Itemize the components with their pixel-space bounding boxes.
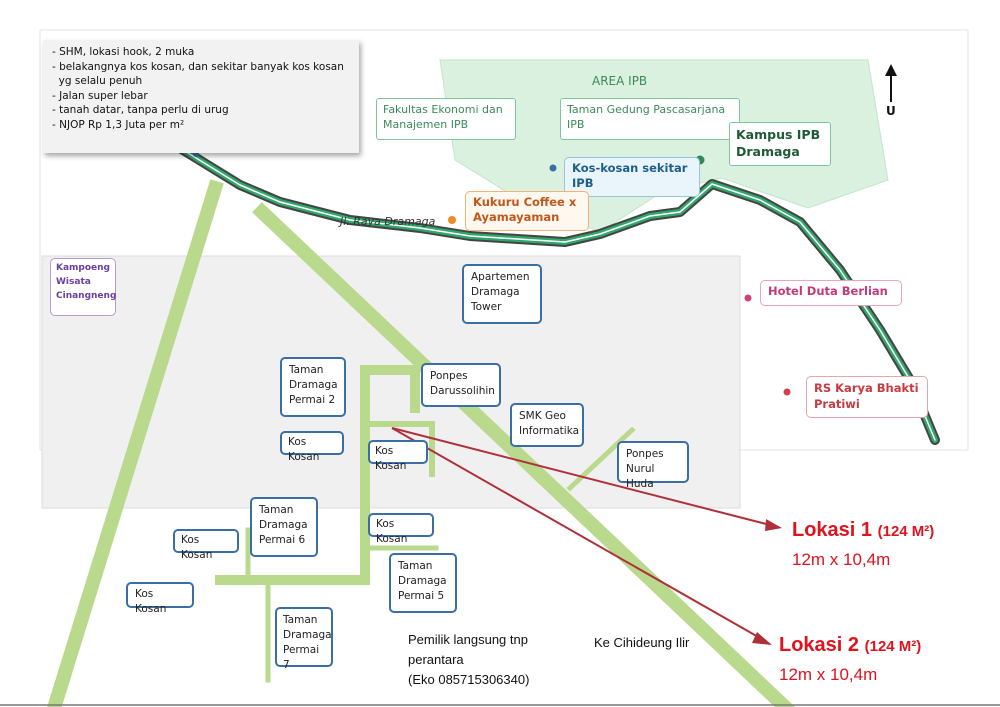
place-label: Nurul Huda — [626, 463, 655, 490]
place-label: Taman — [259, 504, 294, 516]
place-label: Kampus IPB — [736, 127, 821, 142]
place-label: Taman Gedung Pascasarjana — [567, 103, 726, 116]
place-label: Permai 2 — [289, 394, 336, 406]
place-kampoeng: Kampoeng Wisata Cinangneng — [50, 258, 116, 316]
place-label: Hotel Duta Berlian — [768, 284, 888, 298]
place-label: Apartemen — [471, 271, 530, 283]
place-label: Dramaga — [259, 519, 308, 531]
kos-ipb-marker — [549, 164, 557, 172]
rs-marker — [783, 388, 791, 396]
lokasi-2-area: (124 M²) — [864, 638, 922, 655]
area-ipb-label: AREA IPB — [592, 74, 648, 88]
side-roads — [47, 179, 795, 707]
place-label: Kos Kosan — [375, 445, 407, 472]
note-line: - belakangnya kos kosan, dan sekitar ban… — [52, 60, 344, 73]
place-label: Kos Kosan — [376, 518, 408, 545]
place-fakultas: Fakultas Ekonomi dan Manajemen IPB — [376, 98, 516, 140]
place-label: Taman — [398, 560, 433, 572]
place-label: Fakultas Ekonomi dan — [383, 103, 503, 116]
place-label: Kos Kosan — [135, 588, 167, 615]
place-kukuru: Kukuru Coffee x Ayamayaman — [465, 191, 589, 231]
place-taman-2: Taman Dramaga Permai 2 — [280, 357, 346, 417]
place-kos-kosan: Kos Kosan — [280, 431, 344, 463]
place-label: Darussolihin — [430, 385, 495, 397]
place-smk-geo: SMK Geo Informatika — [510, 403, 584, 447]
note-line: - tanah datar, tanpa perlu di urug — [52, 104, 229, 117]
place-label: Kukuru Coffee x — [473, 195, 577, 209]
place-kos-kosan: Kos Kosan — [173, 529, 239, 561]
place-label: Kos Kosan — [181, 534, 213, 561]
note-line: - SHM, lokasi hook, 2 muka — [52, 46, 195, 58]
road-name-label: Jl. Raya Dramaga — [340, 215, 436, 228]
place-hotel: Hotel Duta Berlian — [760, 280, 902, 306]
place-taman-7: Taman Dramaga Permai 7 — [275, 607, 333, 671]
owner-line: Pemilik langsung tnp — [408, 632, 528, 647]
lokasi-2-title: Lokasi 2 (124 M²) — [779, 634, 921, 657]
lokasi-1-size: 12m x 10,4m — [792, 550, 891, 569]
place-kos-kosan: Kos Kosan — [368, 440, 428, 472]
kukuru-marker — [448, 216, 456, 224]
place-label: IPB — [567, 118, 585, 131]
place-label: Dramaga — [283, 629, 332, 641]
place-taman-pasca: Taman Gedung Pascasarjana IPB — [560, 98, 740, 140]
note-line: - NJOP Rp 1,3 Juta per m² — [52, 118, 185, 131]
place-label: SMK Geo — [519, 410, 566, 422]
direction-label: Ke Cihideung Ilir — [594, 635, 690, 650]
location-arrows — [391, 427, 782, 645]
place-label: Dramaga — [289, 379, 338, 391]
place-kos-ipb: Kos-kosan sekitar IPB — [564, 157, 700, 197]
place-label: Informatika — [519, 425, 580, 437]
place-label: Taman — [283, 614, 318, 626]
note-line: - Jalan super lebar — [52, 89, 148, 102]
owner-info: Pemilik langsung tnp perantara (Eko 0857… — [408, 630, 529, 690]
place-taman-5: Taman Dramaga Permai 5 — [389, 553, 457, 613]
place-label: Tower — [471, 301, 502, 313]
place-label: Kampoeng — [56, 263, 111, 273]
lokasi-1-area: (124 M²) — [877, 523, 935, 540]
hotel-marker — [744, 294, 752, 302]
place-label: Cinangneng — [56, 291, 117, 301]
place-label: Permai 6 — [259, 534, 306, 546]
north-label: U — [886, 104, 896, 118]
place-label: Wisata — [56, 277, 91, 287]
owner-line: perantara — [408, 652, 464, 667]
place-kos-kosan: Kos Kosan — [368, 513, 434, 545]
place-label: Dramaga — [736, 144, 800, 159]
place-apartemen: Apartemen Dramaga Tower — [462, 264, 542, 324]
property-notes: - SHM, lokasi hook, 2 muka - belakangnya… — [43, 40, 359, 153]
place-label: IPB — [572, 176, 594, 190]
lokasi-1-name: Lokasi 1 — [792, 519, 873, 541]
place-label: Manajemen IPB — [383, 118, 469, 131]
note-line: yg selalu penuh — [52, 75, 143, 88]
place-darussolihin: Ponpes Darussolihin — [421, 363, 501, 407]
place-label: Permai 7 — [283, 644, 320, 671]
place-label: Pratiwi — [814, 397, 860, 411]
place-label: RS Karya Bhakti — [814, 381, 919, 395]
owner-line: (Eko 085715306340) — [408, 672, 530, 687]
place-label: Ayamayaman — [473, 210, 560, 224]
place-nurul-huda: Ponpes Nurul Huda — [617, 441, 689, 490]
place-label: Ponpes — [626, 448, 664, 460]
lokasi-2-size: 12m x 10,4m — [779, 665, 878, 684]
place-rs: RS Karya Bhakti Pratiwi — [806, 376, 928, 418]
place-label: Taman — [289, 364, 324, 376]
place-label: Kos-kosan sekitar — [572, 161, 688, 175]
place-label: Dramaga — [398, 575, 447, 587]
place-label: Ponpes — [430, 370, 468, 382]
north-arrow-icon — [885, 64, 897, 102]
place-label: Dramaga — [471, 286, 520, 298]
place-label: Kos Kosan — [288, 436, 320, 463]
place-label: Permai 5 — [398, 590, 445, 602]
place-kos-kosan: Kos Kosan — [126, 582, 194, 615]
lokasi-1-title: Lokasi 1 (124 M²) — [792, 519, 934, 542]
lokasi-2-name: Lokasi 2 — [779, 634, 860, 656]
place-taman-6: Taman Dramaga Permai 6 — [250, 497, 318, 557]
place-kampus-ipb: Kampus IPB Dramaga — [729, 122, 831, 166]
